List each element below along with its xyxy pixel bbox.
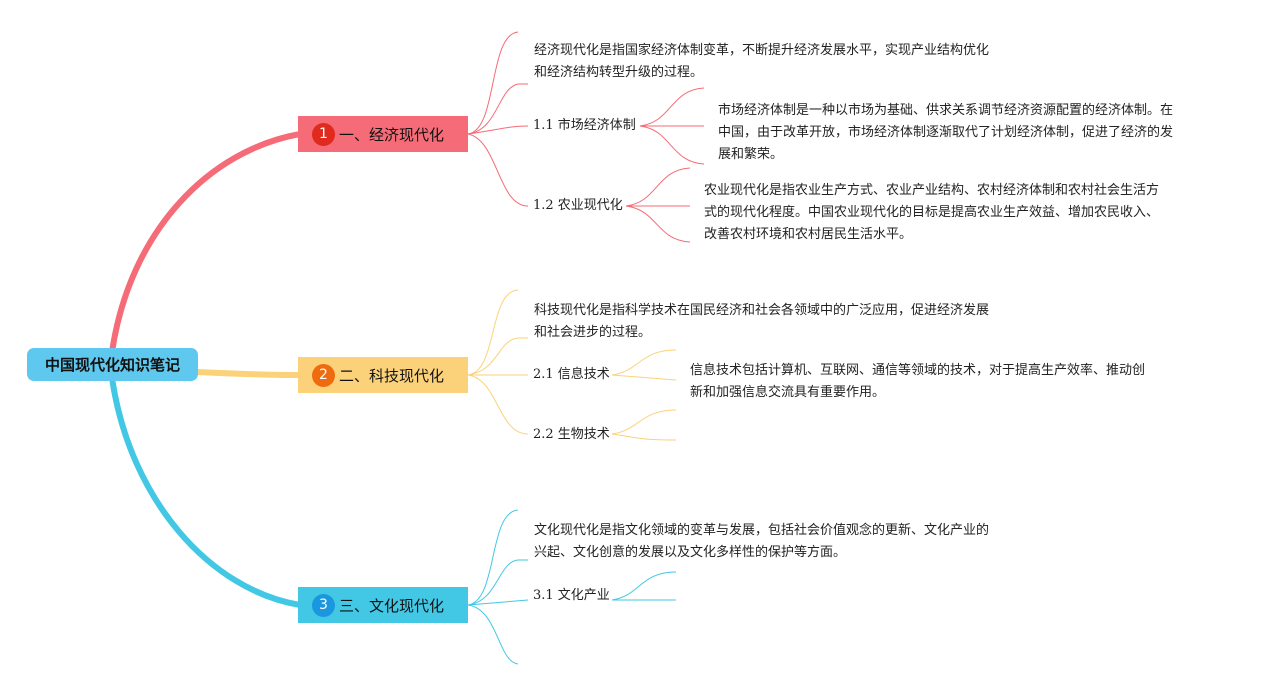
description-line: 新和加强信息交流具有重要作用。 (690, 385, 886, 400)
root-title: 中国现代化知识笔记 (44, 356, 180, 374)
trunk-link-3 (109, 375, 303, 608)
summary-line: 经济现代化是指国家经济体制变革，不断提升经济发展水平，实现产业结构优化 (534, 43, 990, 58)
number-badge-icon: 1 (312, 122, 335, 146)
summary-line: 和经济结构转型升级的过程。 (534, 65, 704, 80)
trunk-link-2 (195, 369, 303, 378)
root-node[interactable]: 中国现代化知识笔记 (27, 348, 198, 381)
branch-summary: 科技现代化是指科学技术在国民经济和社会各领域中的广泛应用，促进经济发展 和社会进… (534, 300, 989, 344)
branch3-links (467, 509, 677, 665)
subtopic-label[interactable]: 1.2 农业现代化 (533, 198, 623, 213)
subtopic-label[interactable]: 2.1 信息技术 (533, 367, 610, 382)
description-line: 展和繁荣。 (718, 147, 784, 162)
branch-node-technology[interactable]: 2 二、科技现代化 (298, 357, 468, 393)
subtopic-description: 市场经济体制是一种以市场为基础、供求关系调节经济资源配置的经济体制。在 中国，由… (718, 100, 1173, 166)
branch-summary: 经济现代化是指国家经济体制变革，不断提升经济发展水平，实现产业结构优化 和经济结… (534, 40, 989, 84)
branch-title: 一、经济现代化 (339, 125, 445, 144)
subtopic-description: 信息技术包括计算机、互联网、通信等领域的技术，对于提高生产效率、推动创 新和加强… (690, 360, 1145, 404)
subtopic-label[interactable]: 3.1 文化产业 (533, 588, 610, 603)
description-line: 市场经济体制是一种以市场为基础、供求关系调节经济资源配置的经济体制。在 (718, 103, 1174, 118)
summary-line: 兴起、文化创意的发展以及文化多样性的保护等方面。 (534, 545, 847, 560)
branch2-links (467, 289, 677, 441)
description-line: 信息技术包括计算机、互联网、通信等领域的技术，对于提高生产效率、推动创 (690, 363, 1146, 378)
branch-title: 三、文化现代化 (339, 596, 445, 615)
trunk-link-1 (109, 131, 303, 355)
branch-node-culture[interactable]: 3 三、文化现代化 (298, 587, 468, 623)
description-line: 式的现代化程度。中国农业现代化的目标是提高农业生产效益、增加农民收入、 (704, 205, 1160, 220)
number-badge-icon: 2 (312, 363, 335, 387)
number-badge-icon: 3 (312, 593, 335, 617)
branch1-links (467, 31, 705, 243)
subtopic-label[interactable]: 2.2 生物技术 (533, 427, 610, 442)
branch-node-economy[interactable]: 1 一、经济现代化 (298, 116, 468, 152)
summary-line: 和社会进步的过程。 (534, 325, 652, 340)
description-line: 改善农村环境和农村居民生活水平。 (704, 227, 913, 242)
summary-line: 文化现代化是指文化领域的变革与发展，包括社会价值观念的更新、文化产业的 (534, 523, 990, 538)
branch-title: 二、科技现代化 (339, 366, 445, 385)
description-line: 农业现代化是指农业生产方式、农业产业结构、农村经济体制和农村社会生活方 (704, 183, 1160, 198)
branch-summary: 文化现代化是指文化领域的变革与发展，包括社会价值观念的更新、文化产业的 兴起、文… (534, 520, 989, 564)
subtopic-label[interactable]: 1.1 市场经济体制 (533, 118, 636, 133)
subtopic-description: 农业现代化是指农业生产方式、农业产业结构、农村经济体制和农村社会生活方 式的现代… (704, 180, 1159, 246)
description-line: 中国，由于改革开放，市场经济体制逐渐取代了计划经济体制，促进了经济的发 (718, 125, 1174, 140)
summary-line: 科技现代化是指科学技术在国民经济和社会各领域中的广泛应用，促进经济发展 (534, 303, 990, 318)
